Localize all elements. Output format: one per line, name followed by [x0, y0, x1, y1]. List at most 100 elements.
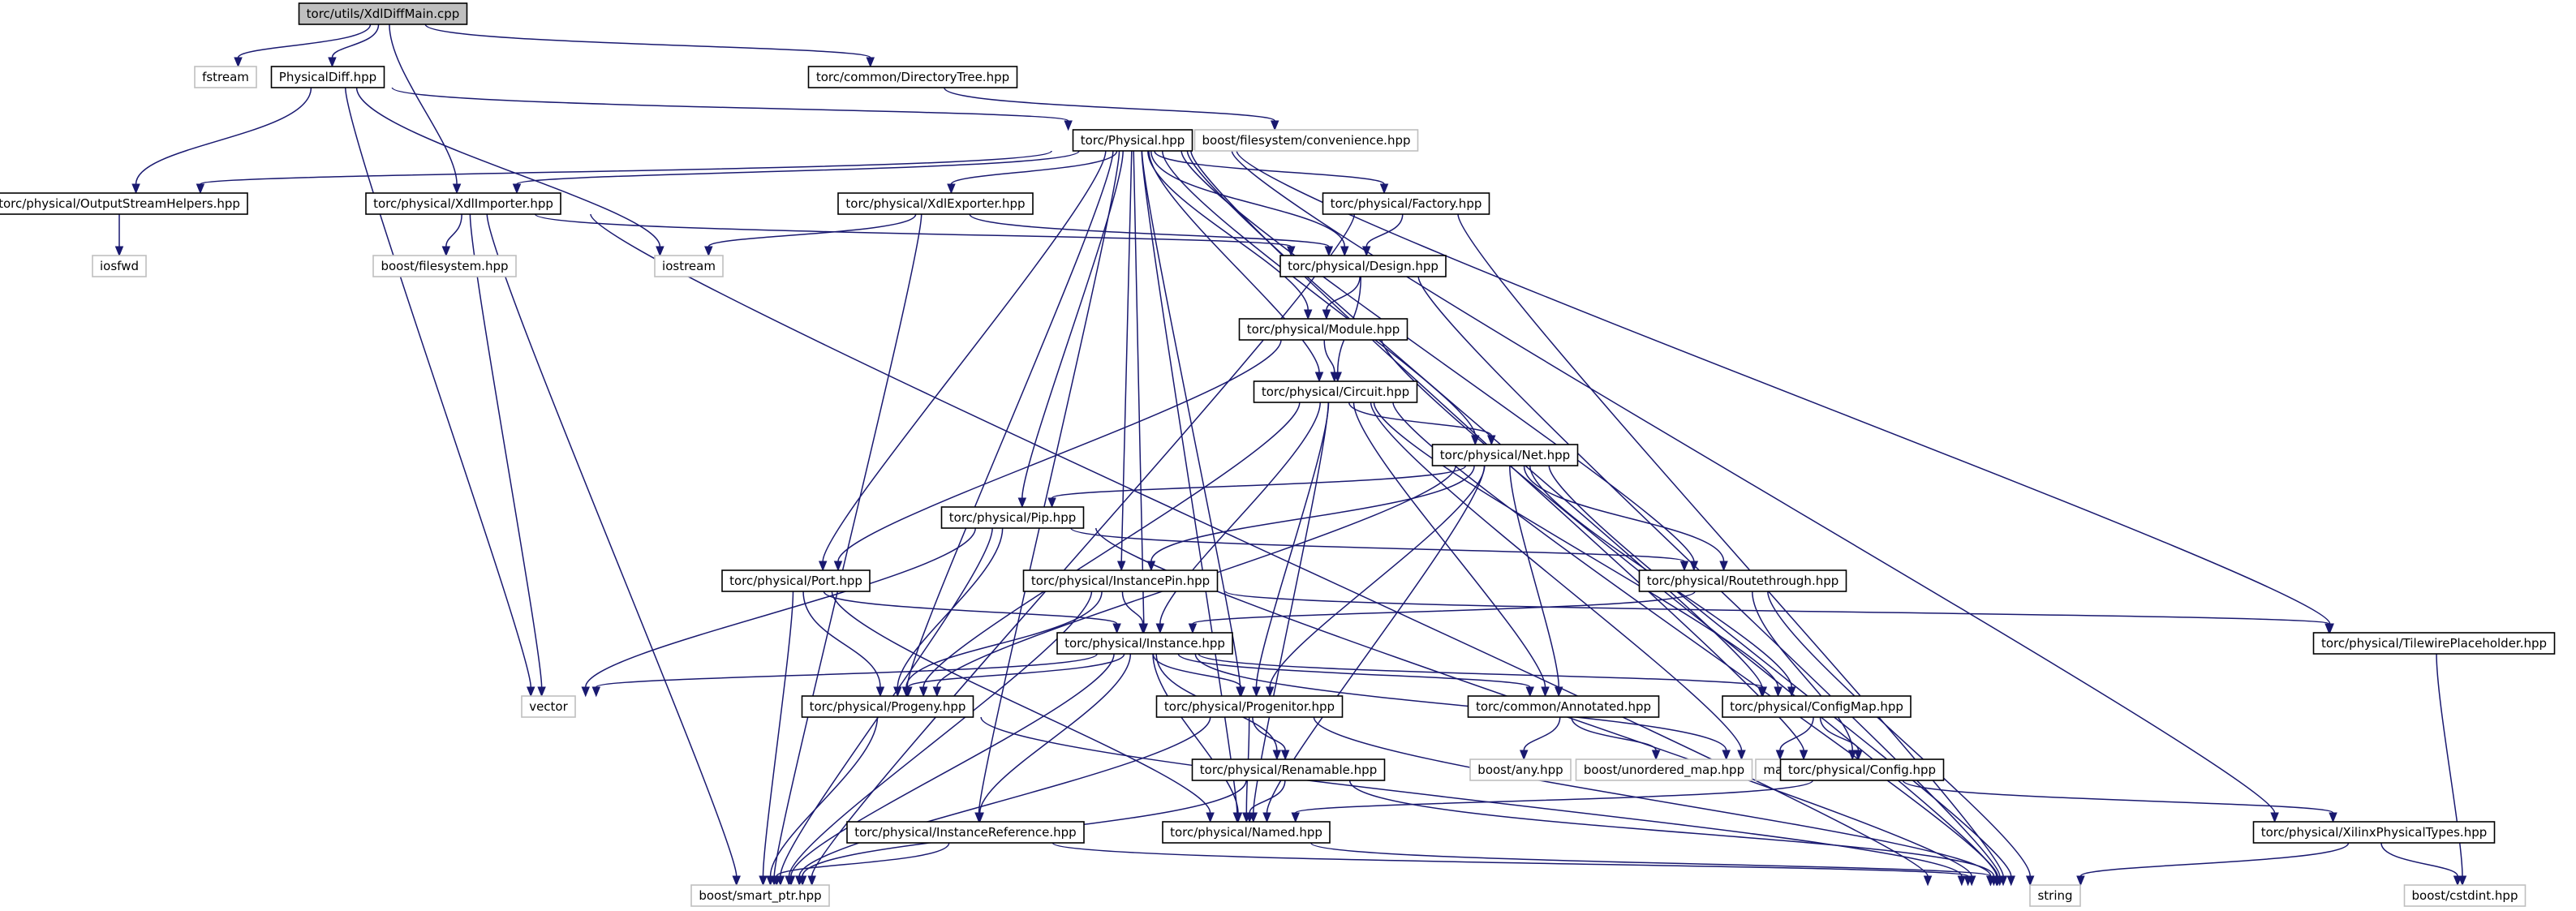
- edge-xdlimporter-to-boostfs: [445, 213, 462, 247]
- node-design[interactable]: torc/physical/Design.hpp: [1279, 255, 1447, 277]
- node-fstream: fstream: [194, 66, 257, 88]
- node-label: boost/smart_ptr.hpp: [699, 888, 821, 904]
- edge-arrowhead: [1787, 686, 1796, 698]
- node-module[interactable]: torc/physical/Module.hpp: [1238, 318, 1408, 341]
- node-named[interactable]: torc/physical/Named.hpp: [1162, 821, 1331, 844]
- node-label: boost/unordered_map.hpp: [1584, 763, 1744, 778]
- node-string: string: [2029, 884, 2081, 907]
- node-vector: vector: [521, 695, 576, 718]
- edge-arrowhead: [1262, 812, 1271, 823]
- edge-arrowhead: [1651, 750, 1661, 761]
- edge-arrowhead: [1155, 623, 1165, 634]
- edge-instance-to-progeny: [907, 653, 1125, 688]
- node-boostfsconv: boost/filesystem/convenience.hpp: [1193, 129, 1419, 152]
- edge-net-to-annotated: [1509, 465, 1559, 688]
- edge-arrowhead: [2329, 812, 2337, 823]
- edge-arrowhead: [1519, 750, 1529, 761]
- edge-arrowhead: [1957, 875, 1967, 887]
- node-xdldiffmain[interactable]: torc/utils/XdlDiffMain.cpp: [298, 2, 468, 25]
- edge-physicaldiff-to-outputstreamhelpers: [135, 87, 312, 185]
- node-physicaldiff[interactable]: PhysicalDiff.hpp: [270, 66, 385, 88]
- node-label: torc/physical/Named.hpp: [1170, 825, 1322, 840]
- node-config[interactable]: torc/physical/Config.hpp: [1779, 758, 1945, 781]
- node-xdlexporter[interactable]: torc/physical/XdlExporter.hpp: [837, 192, 1034, 215]
- edge-arrowhead: [766, 875, 775, 887]
- edge-physical-to-instancereference: [978, 150, 1120, 814]
- node-box: [1575, 758, 1753, 781]
- node-xilinxphysicaltypes[interactable]: torc/physical/XilinxPhysicalTypes.hpp: [2252, 821, 2496, 844]
- node-instancereference[interactable]: torc/physical/InstanceReference.hpp: [846, 821, 1085, 844]
- node-physical[interactable]: torc/Physical.hpp: [1072, 129, 1193, 152]
- edge-xdlexporter-to-design: [969, 213, 1330, 247]
- node-boostany: boost/any.hpp: [1469, 758, 1572, 781]
- node-box: [837, 192, 1034, 215]
- node-pip[interactable]: torc/physical/Pip.hpp: [940, 506, 1085, 529]
- node-outputstreamhelpers[interactable]: torc/physical/OutputStreamHelpers.hpp: [0, 192, 248, 215]
- edge-physical-to-module: [1147, 150, 1309, 311]
- edge-arrowhead: [1064, 120, 1073, 131]
- edge-arrowhead: [537, 686, 546, 698]
- node-box: [1155, 695, 1344, 718]
- edge-arrowhead: [904, 686, 913, 698]
- node-xdlimporter[interactable]: torc/physical/XdlImporter.hpp: [365, 192, 561, 215]
- edge-port-to-instance: [823, 591, 1118, 625]
- edge-progenitor-to-smartptr: [798, 716, 1211, 877]
- node-instance[interactable]: torc/physical/Instance.hpp: [1056, 632, 1233, 655]
- edge-circuit-to-configmap: [1373, 402, 1779, 688]
- node-box: [846, 821, 1085, 844]
- node-box: [1162, 821, 1331, 844]
- edge-arrowhead: [1737, 750, 1746, 761]
- edge-arrowhead: [704, 246, 713, 257]
- node-instancepin[interactable]: torc/physical/InstancePin.hpp: [1022, 569, 1219, 592]
- node-net[interactable]: torc/physical/Net.hpp: [1431, 444, 1579, 466]
- node-progeny[interactable]: torc/physical/Progeny.hpp: [801, 695, 974, 718]
- edge-arrowhead: [114, 246, 124, 257]
- node-port[interactable]: torc/physical/Port.hpp: [721, 569, 871, 592]
- edge-arrowhead: [591, 686, 601, 698]
- node-box: [940, 506, 1085, 529]
- node-label: torc/physical/Pip.hpp: [949, 510, 1076, 525]
- node-box: [1056, 632, 1233, 655]
- node-annotated[interactable]: torc/common/Annotated.hpp: [1467, 695, 1660, 718]
- edge-xdlimporter-to-smartptr: [486, 213, 738, 877]
- edge-arrowhead: [875, 686, 885, 698]
- node-factory[interactable]: torc/physical/Factory.hpp: [1322, 192, 1490, 215]
- edge-instance-to-map: [1194, 653, 1727, 751]
- edge-instance-to-named: [1152, 653, 1239, 814]
- edge-factory-to-design: [1365, 213, 1404, 247]
- node-box: [521, 695, 576, 718]
- node-box: [801, 695, 974, 718]
- node-box: [365, 192, 561, 215]
- node-box: [2252, 821, 2496, 844]
- node-tilewireplaceholder[interactable]: torc/physical/TilewirePlaceholder.hpp: [2312, 632, 2556, 655]
- edge-arrowhead: [131, 183, 140, 195]
- edge-arrowhead: [1379, 183, 1389, 195]
- edge-pip-to-vector: [585, 527, 976, 688]
- node-box: [1072, 129, 1193, 152]
- edge-arrowhead: [1923, 875, 1933, 887]
- edge-physical-to-port: [822, 150, 1107, 562]
- node-progenitor[interactable]: torc/physical/Progenitor.hpp: [1155, 695, 1344, 718]
- node-label: string: [2037, 888, 2072, 903]
- edge-arrowhead: [1758, 686, 1768, 698]
- node-box: [1253, 380, 1418, 403]
- node-circuit[interactable]: torc/physical/Circuit.hpp: [1253, 380, 1418, 403]
- edge-arrowhead: [798, 875, 807, 887]
- node-smartptr: boost/smart_ptr.hpp: [690, 884, 830, 907]
- node-box: [0, 192, 248, 215]
- edge-physical-to-instance: [1133, 150, 1145, 625]
- edge-arrowhead: [947, 183, 956, 195]
- edge-arrowhead: [1541, 686, 1550, 698]
- node-label: torc/physical/Module.hpp: [1247, 322, 1400, 337]
- edge-xilinxphysicaltypes-to-string: [2079, 842, 2350, 877]
- edge-xdlimporter-to-vector: [469, 213, 543, 688]
- node-label: boost/any.hpp: [1477, 763, 1563, 777]
- edge-arrowhead: [1206, 812, 1215, 823]
- node-renamable[interactable]: torc/physical/Renamable.hpp: [1191, 758, 1386, 781]
- edge-instancereference-to-string: [1051, 842, 1969, 877]
- node-routethrough[interactable]: torc/physical/Routethrough.hpp: [1638, 569, 1847, 592]
- node-directorytree[interactable]: torc/common/DirectoryTree.hpp: [807, 66, 1018, 88]
- edge-physical-to-tilewireplaceholder: [1236, 150, 2331, 625]
- node-label: torc/physical/Progenitor.hpp: [1164, 699, 1335, 714]
- node-configmap[interactable]: torc/physical/ConfigMap.hpp: [1722, 695, 1912, 718]
